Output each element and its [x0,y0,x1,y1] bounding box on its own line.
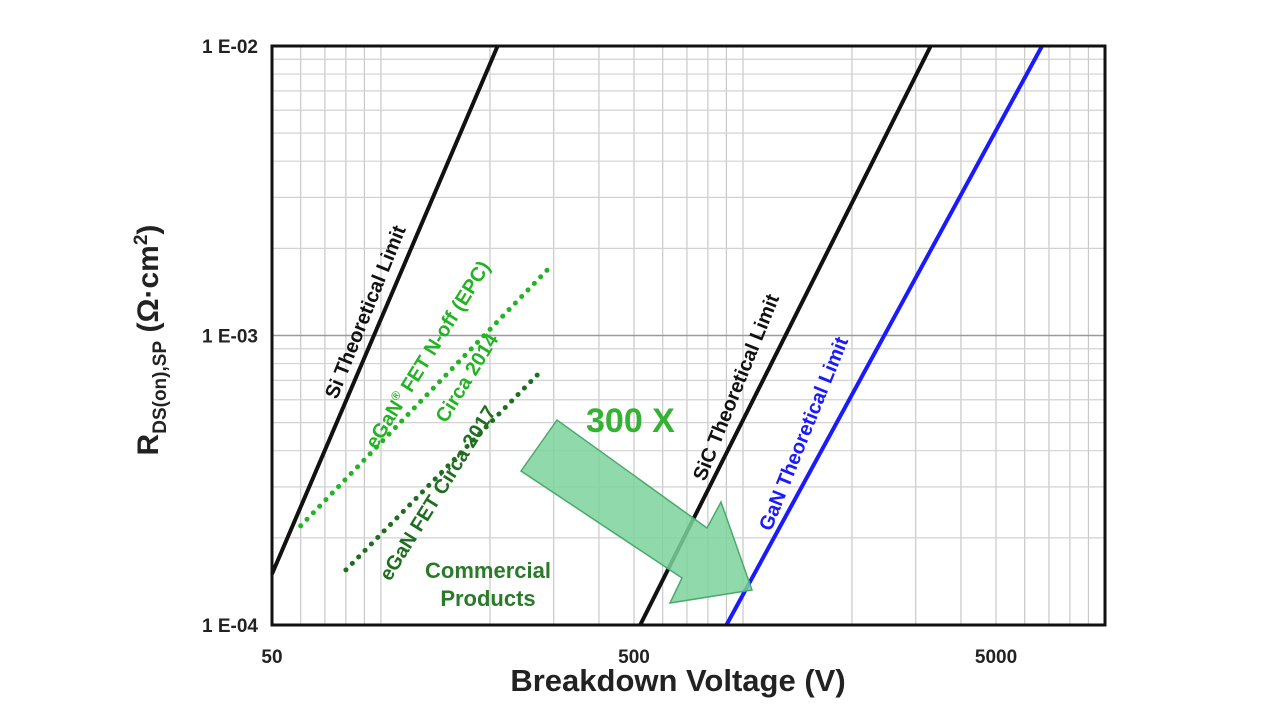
y-axis-title-base: R [132,433,165,455]
x-axis-title: Breakdown Voltage (V) [510,663,845,698]
x-tick-label: 500 [618,647,650,668]
y-axis-title-unit-sup: 2 [131,235,152,246]
series-labels: Si Theoretical Limit SiC Theoretical Lim… [321,222,853,611]
grid [272,46,1105,625]
x-tick-label: 5000 [975,647,1017,668]
x-tick-label: 50 [261,647,282,668]
y-tick-label: 1 E-02 [202,37,258,58]
egan-2014-label-line1-rest: FET N-off (EPC) [394,257,495,401]
x-tick-labels: 50 500 5000 [261,647,1017,668]
series-line-4 [343,372,540,573]
series-line-0 [270,45,500,575]
series-line-2 [724,45,1044,626]
y-axis-title-subscript: DS(on),SP [150,341,171,434]
commercial-label-line1: Commercial [425,558,551,583]
commercial-label-line2: Products [440,586,535,611]
y-axis-title-unit: (Ω·cm [132,245,165,341]
y-tick-label: 1 E-03 [202,327,258,348]
y-tick-label: 1 E-04 [202,616,258,637]
y-axis-title: RDS(on),SP (Ω·cm2) [131,225,171,456]
sic-limit-label: SiC Theoretical Limit [689,291,784,484]
y-tick-labels: 1 E-04 1 E-03 1 E-02 [202,37,258,637]
y-axis-title-unit-close: ) [132,225,165,235]
arrow-layer [519,418,754,604]
plot-frame [270,44,1107,627]
improvement-label: 300 X [586,402,675,440]
si-limit-label: Si Theoretical Limit [321,222,411,402]
egan-2014-label-line1: eGaN [362,397,408,453]
improvement-arrow [519,418,754,604]
